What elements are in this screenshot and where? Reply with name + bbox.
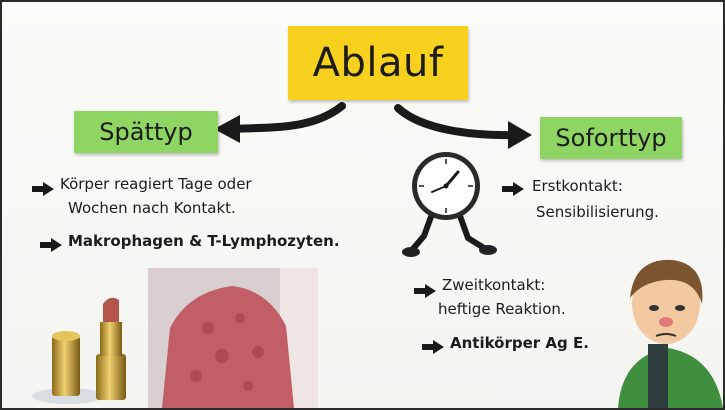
spaettyp-card: Spättyp [74,111,218,153]
arrow-to-soforttyp [398,108,516,135]
right-point-3: Antikörper Ag E. [450,333,589,353]
right-point-1-line1: Erstkontakt: [532,176,623,196]
arrowhead-right [508,121,532,149]
arrow-to-spaettyp [230,106,342,129]
sick-person-icon [614,252,723,408]
left-point-2: Makrophagen & T-Lymphozyten. [68,231,340,251]
right-point-2-line2: heftige Reaktion. [438,299,566,319]
arrow-bullet-icon [422,340,444,354]
left-point-1-line2: Wochen nach Kontakt. [68,198,236,218]
lipstick-icon [30,292,136,408]
rash-back-photo [148,268,318,408]
clock-icon [402,150,498,262]
left-point-1-line1: Körper reagiert Tage oder [60,174,252,194]
arrow-bullet-icon [40,238,62,252]
title-card: Ablauf [288,26,468,100]
arrow-bullet-icon [32,182,54,196]
arrow-bullet-icon [414,284,436,298]
soforttyp-card: Soforttyp [540,117,682,159]
right-point-2-line1: Zweitkontakt: [442,275,545,295]
arrow-bullet-icon [502,182,524,196]
right-point-1-line2: Sensibilisierung. [536,202,659,222]
